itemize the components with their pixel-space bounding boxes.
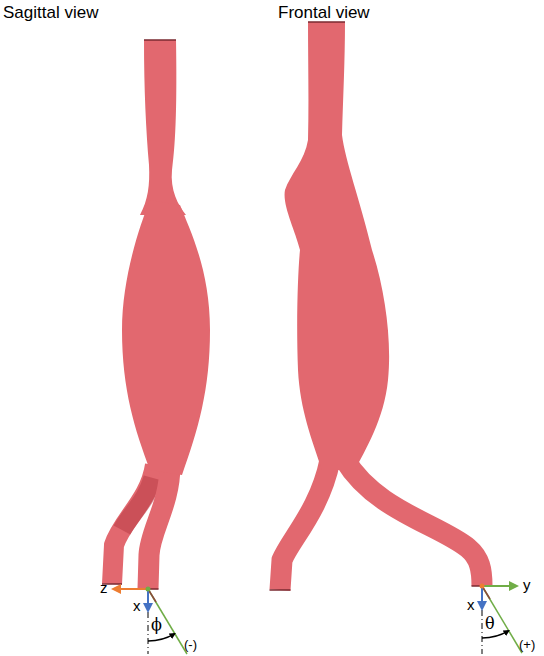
view-title: Frontal view — [278, 4, 370, 23]
axis-label: x — [467, 597, 475, 614]
axis-label: z — [100, 580, 108, 597]
sign-label: (+) — [519, 638, 535, 652]
sagittal-axes — [113, 587, 187, 655]
sign-label: (-) — [184, 638, 197, 652]
angle-symbol: ϕ — [151, 616, 162, 634]
axis-label: y — [523, 577, 531, 594]
frontal-axes — [480, 584, 523, 655]
frontal-vessel — [270, 22, 493, 590]
angle-symbol: θ — [485, 615, 495, 633]
view-title: Sagittal view — [3, 4, 98, 23]
sagittal-vessel — [102, 40, 210, 589]
axis-label: x — [133, 598, 141, 615]
